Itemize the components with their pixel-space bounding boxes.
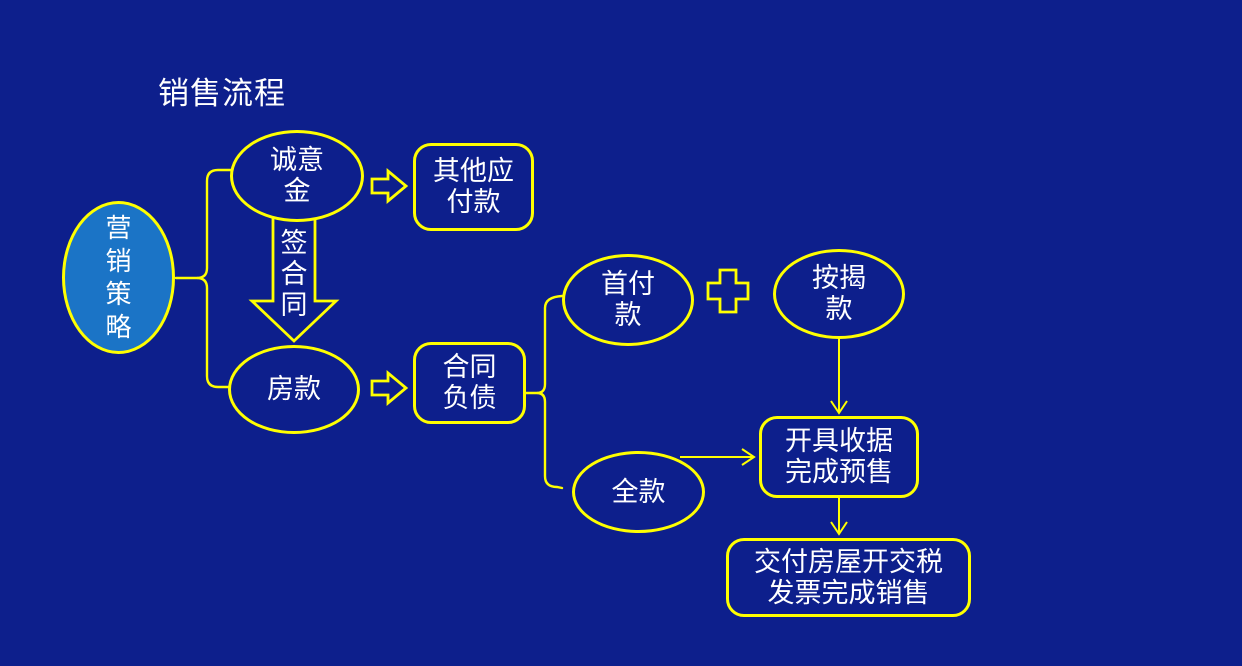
strategy-node: 营 销 策 略 bbox=[62, 201, 175, 354]
page-title: 销售流程 bbox=[158, 76, 286, 111]
sign-contract-label: 签 合 同 bbox=[279, 228, 309, 321]
down-payment-label: 款 bbox=[614, 300, 642, 330]
full-payment-node: 全款 bbox=[572, 451, 705, 533]
strategy-label: 销 bbox=[105, 245, 132, 276]
earnest-money-node: 诚意 金 bbox=[230, 130, 364, 222]
other-payables-label: 其他应 bbox=[433, 156, 514, 186]
issue-receipt-label: 开具收据 bbox=[785, 426, 893, 456]
house-payment-label: 房款 bbox=[267, 374, 321, 404]
contract-liability-label: 合同 bbox=[442, 352, 497, 382]
earnest-money-label: 金 bbox=[283, 176, 311, 206]
other-payables-label: 付款 bbox=[446, 187, 501, 217]
strategy-label: 略 bbox=[105, 311, 132, 342]
contract-liability-brace bbox=[524, 294, 564, 490]
mortgage-label: 款 bbox=[825, 294, 853, 324]
issue-receipt-node: 开具收据 完成预售 bbox=[759, 416, 919, 498]
hollow-right-arrow-icon bbox=[370, 370, 409, 406]
contract-liability-node: 合同 负债 bbox=[413, 342, 526, 424]
sign-contract-label: 合 bbox=[280, 259, 308, 289]
sign-contract-label: 同 bbox=[280, 290, 308, 320]
strategy-label: 营 bbox=[105, 212, 132, 243]
full-payment-to-receipt-arrow bbox=[680, 448, 756, 466]
deliver-house-node: 交付房屋开交税 发票完成销售 bbox=[726, 538, 971, 617]
deliver-house-label: 交付房屋开交税 bbox=[754, 546, 943, 577]
issue-receipt-label: 完成预售 bbox=[785, 457, 893, 487]
mortgage-label: 按揭 bbox=[812, 263, 866, 293]
other-payables-node: 其他应 付款 bbox=[413, 143, 534, 231]
plus-icon bbox=[706, 268, 750, 314]
earnest-money-label: 诚意 bbox=[270, 145, 324, 175]
sign-contract-label: 签 bbox=[280, 228, 308, 258]
hollow-right-arrow-icon bbox=[370, 168, 409, 204]
deliver-house-label: 发票完成销售 bbox=[767, 577, 930, 608]
mortgage-to-receipt-arrow bbox=[830, 338, 848, 415]
receipt-to-deliver-arrow bbox=[830, 498, 848, 536]
contract-liability-label: 负债 bbox=[442, 383, 497, 413]
house-payment-node: 房款 bbox=[228, 345, 360, 434]
down-payment-node: 首付 款 bbox=[562, 254, 694, 346]
mortgage-node: 按揭 款 bbox=[773, 249, 905, 339]
strategy-label: 策 bbox=[105, 278, 132, 309]
full-payment-label: 全款 bbox=[611, 476, 666, 507]
down-payment-label: 首付 bbox=[601, 269, 655, 299]
strategy-brace bbox=[174, 168, 244, 389]
big-down-arrow-icon bbox=[248, 212, 340, 343]
